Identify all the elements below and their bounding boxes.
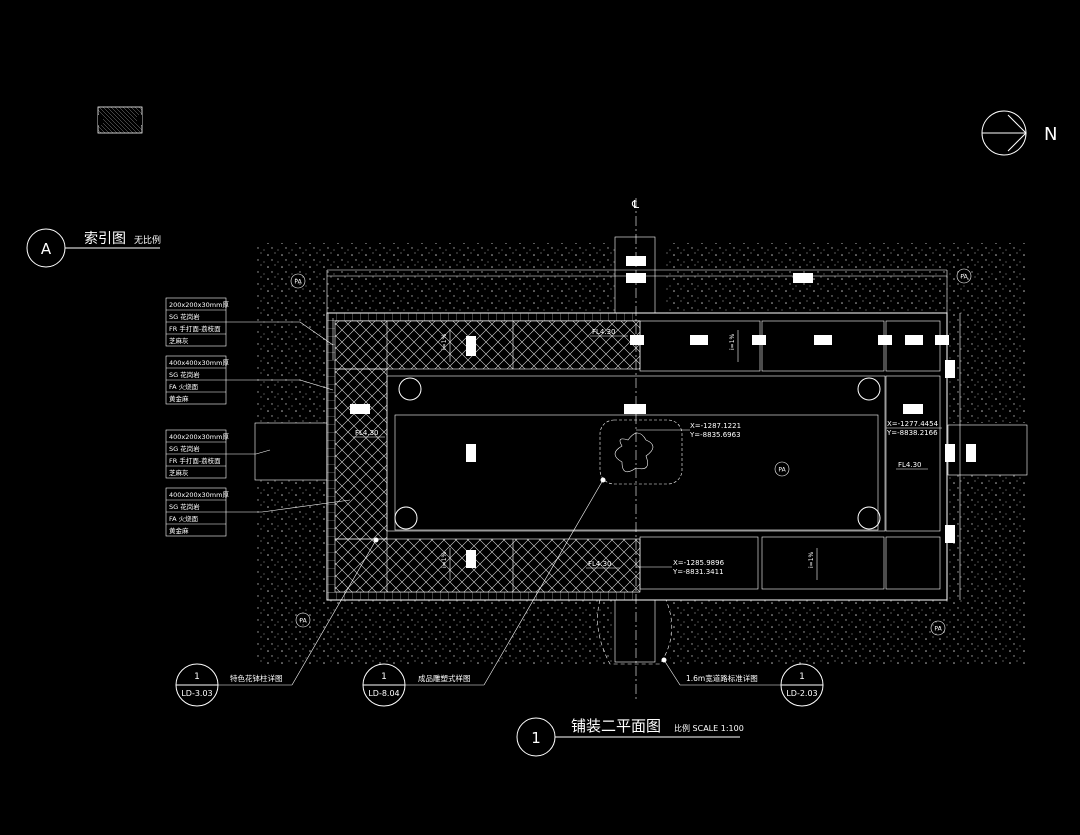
planter-column-icon	[394, 506, 418, 530]
coord-x: X=-1287.1221	[690, 422, 741, 430]
right-slabs	[639, 320, 941, 590]
slope-tag: i=1%	[729, 333, 736, 350]
drawing-title: 1 铺装二平面图 比例 SCALE 1:100	[516, 717, 744, 757]
coord-y: Y=-8835.6963	[689, 431, 741, 439]
index-plan-scale-note: 无比例	[134, 234, 161, 246]
pa-tag: PA	[960, 274, 968, 281]
crosshatch-paving	[334, 320, 641, 593]
label-text: 400x400x30mm厚	[169, 359, 229, 367]
label-text: 1.6m宽道路标准详图	[686, 673, 758, 683]
planter-column-icon	[857, 506, 881, 530]
coord-y: Y=-8831.3411	[672, 568, 724, 576]
slope-tag: i=1%	[808, 551, 815, 568]
fl-tags: FL4.30 FL4.30 FL4.30 FL4.30	[353, 328, 928, 569]
label-text: SG 花岗岩	[169, 312, 200, 321]
legend-box: 400x400x30mm厚 SG 花岗岩 FA 火烧面 黄金麻	[165, 355, 229, 405]
label-text: SG 花岗岩	[169, 502, 200, 511]
fl-tag: FL4.30	[355, 429, 379, 437]
fl-tag: FL4.30	[588, 560, 612, 568]
index-plan-heading: 索引图	[84, 230, 126, 247]
material-legend: 200x200x30mm厚 SG 花岗岩 FR 手打面-荔枝面 芝麻灰 400x…	[165, 297, 351, 537]
legend-box: 400x200x30mm厚 SG 花岗岩 FR 手打面-荔枝面 芝麻灰	[165, 429, 229, 479]
label-text: SG 花岗岩	[169, 370, 200, 379]
label-text: 1	[194, 672, 200, 682]
centerline-symbol: ℄	[631, 198, 639, 211]
north-arrow-icon: N	[981, 110, 1057, 156]
drawing-title-number: 1	[531, 729, 541, 747]
pa-tag: PA	[778, 467, 786, 474]
label-text: LD-8.04	[368, 689, 399, 698]
pa-tag: PA	[934, 626, 942, 633]
label-text: 芝麻灰	[169, 336, 189, 345]
label-text: LD-3.03	[181, 689, 212, 698]
slope-tag: i=1%	[441, 333, 448, 350]
label-text: FR 手打面-荔枝面	[169, 324, 221, 333]
drawing-scale: 比例 SCALE 1:100	[674, 723, 744, 733]
drawing-symbol-icon	[97, 106, 143, 134]
label-text: 1	[381, 672, 387, 682]
detail-callout: 1 LD-3.03 特色花钵柱详图	[175, 537, 379, 707]
coord-x: X=-1285.9896	[673, 559, 725, 567]
label-text: 黄金麻	[169, 526, 189, 535]
pa-tags: PA PA PA PA PA	[290, 268, 972, 636]
pa-tag: PA	[299, 618, 307, 625]
index-plan-title: A 索引图 无比例	[26, 228, 161, 268]
label-text: FR 手打面-荔枝面	[169, 456, 221, 465]
pa-tag: PA	[294, 279, 302, 286]
detail-callout: 1 LD-8.04 成品雕塑式样图	[362, 477, 606, 707]
north-label: N	[1044, 124, 1057, 145]
index-plan-marker: A	[41, 240, 52, 258]
planter-column-icon	[398, 377, 422, 401]
dimension-label-blocks	[350, 256, 976, 568]
coord-x: X=-1277.4454	[887, 420, 939, 428]
label-text: LD-2.03	[786, 689, 817, 698]
entrance-paths: ℄	[254, 198, 1028, 700]
label-text: SG 花岗岩	[169, 444, 200, 453]
detail-callouts: 1 LD-3.03 特色花钵柱详图 1 LD-8.04 成品雕塑式样图 1 LD…	[175, 477, 824, 707]
fl-tag: FL4.30	[592, 328, 616, 336]
fl-tag: FL4.30	[898, 461, 922, 469]
coord-y: Y=-8838.2166	[886, 429, 938, 437]
slope-tag: i=1%	[441, 551, 448, 568]
drawing-title-text: 铺装二平面图	[571, 717, 661, 735]
paving-border-bands	[327, 313, 640, 600]
label-text: 200x200x30mm厚	[169, 301, 229, 309]
legend-box: 200x200x30mm厚 SG 花岗岩 FR 手打面-荔枝面 芝麻灰	[165, 297, 229, 347]
label-text: 黄金麻	[169, 394, 189, 403]
legend-box: 400x200x30mm厚 SG 花岗岩 FA 火烧面 黄金麻	[165, 487, 229, 537]
coordinate-labels: X=-1287.1221 Y=-8835.6963 X=-1277.4454 Y…	[636, 420, 942, 576]
label-text: 1	[799, 672, 805, 682]
planter-column-icon	[857, 377, 881, 401]
label-text: FA 火烧面	[169, 382, 199, 391]
slope-tags: i=1% i=1% i=1% i=1%	[441, 330, 818, 580]
label-text: FA 火烧面	[169, 514, 199, 523]
label-text: 成品雕塑式样图	[418, 673, 471, 683]
detail-callout: 1 LD-2.03 1.6m宽道路标准详图	[661, 657, 824, 707]
label-text: 400x200x30mm厚	[169, 433, 229, 441]
label-text: 400x200x30mm厚	[169, 491, 229, 499]
label-text: 芝麻灰	[169, 468, 189, 477]
label-text: 特色花钵柱详图	[230, 673, 283, 683]
planting-areas	[255, 243, 1027, 665]
